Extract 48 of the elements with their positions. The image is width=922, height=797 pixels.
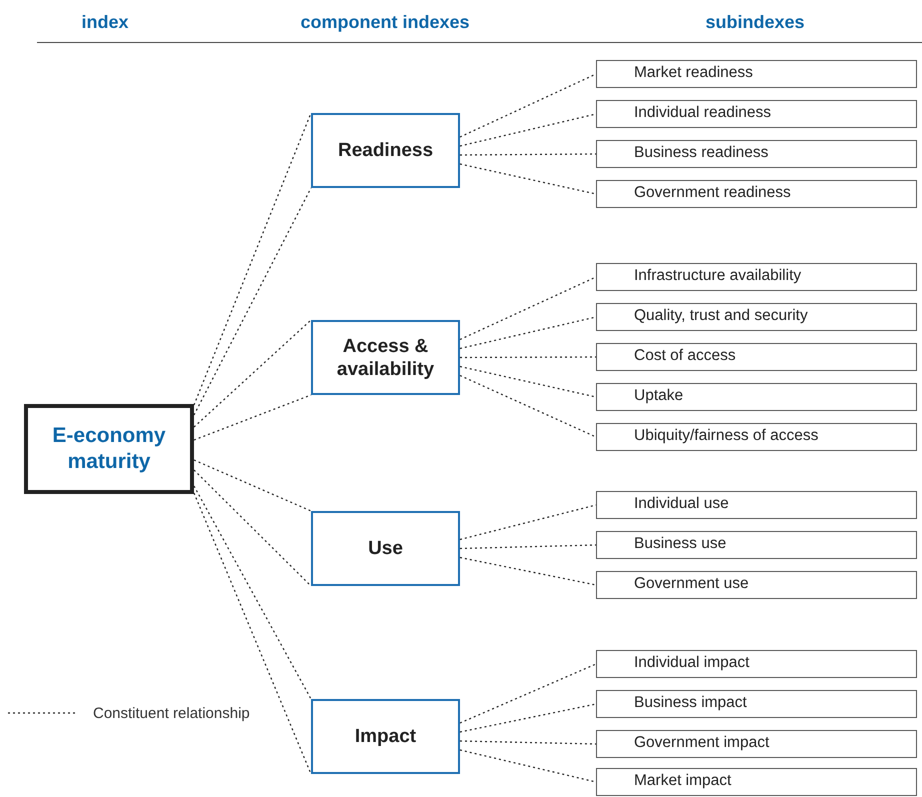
dotted-connector: [194, 459, 312, 512]
subindex-box: Cost of access: [596, 343, 917, 371]
subindex-box: Infrastructure availability: [596, 263, 917, 291]
dotted-connector: [460, 73, 596, 138]
subindex-box: Quality, trust and security: [596, 303, 917, 331]
subindex-box: Individual readiness: [596, 100, 917, 128]
dotted-connector: [460, 316, 596, 350]
dotted-connector: [194, 470, 312, 586]
dotted-connector: [460, 749, 596, 783]
component-index-box: Readiness: [311, 113, 460, 188]
subindex-box: Business readiness: [596, 140, 917, 168]
dotted-connector: [194, 394, 312, 441]
subindex-box: Ubiquity/fairness of access: [596, 423, 917, 451]
dotted-connector: [460, 544, 596, 550]
subindex-box: Government readiness: [596, 180, 917, 208]
subindex-box: Market readiness: [596, 60, 917, 88]
dotted-connector: [460, 556, 596, 586]
dotted-connector: [193, 492, 312, 774]
subindex-box: Business impact: [596, 690, 917, 718]
dotted-connector: [460, 703, 596, 733]
dotted-connector: [460, 153, 596, 156]
subindex-box: Individual use: [596, 491, 917, 519]
subindex-box: Government impact: [596, 730, 917, 758]
column-heading: component indexes: [299, 11, 471, 34]
component-index-box: Access & availability: [311, 320, 460, 395]
column-heading: index: [80, 11, 130, 34]
dotted-connector: [460, 740, 596, 745]
component-index-box: Impact: [311, 699, 460, 774]
index-box: E-economy maturity: [24, 404, 194, 494]
dotted-connector: [193, 188, 312, 416]
subindex-box: Business use: [596, 531, 917, 559]
dotted-connector: [460, 663, 596, 724]
component-index-box: Use: [311, 511, 460, 586]
column-heading: subindexes: [704, 11, 806, 34]
legend-text: Constituent relationship: [93, 704, 250, 724]
dotted-connector: [460, 113, 596, 147]
subindex-box: Individual impact: [596, 650, 917, 678]
dotted-connector: [460, 356, 596, 358]
dotted-connector: [460, 163, 596, 195]
dotted-connector: [194, 320, 312, 428]
dotted-connector: [193, 486, 312, 700]
subindex-box: Market impact: [596, 768, 917, 796]
dotted-connector: [460, 276, 596, 340]
subindex-box: Uptake: [596, 383, 917, 411]
dotted-connector: [460, 366, 596, 398]
dotted-connector: [460, 374, 596, 438]
dotted-connector: [193, 112, 312, 406]
subindex-box: Government use: [596, 571, 917, 599]
